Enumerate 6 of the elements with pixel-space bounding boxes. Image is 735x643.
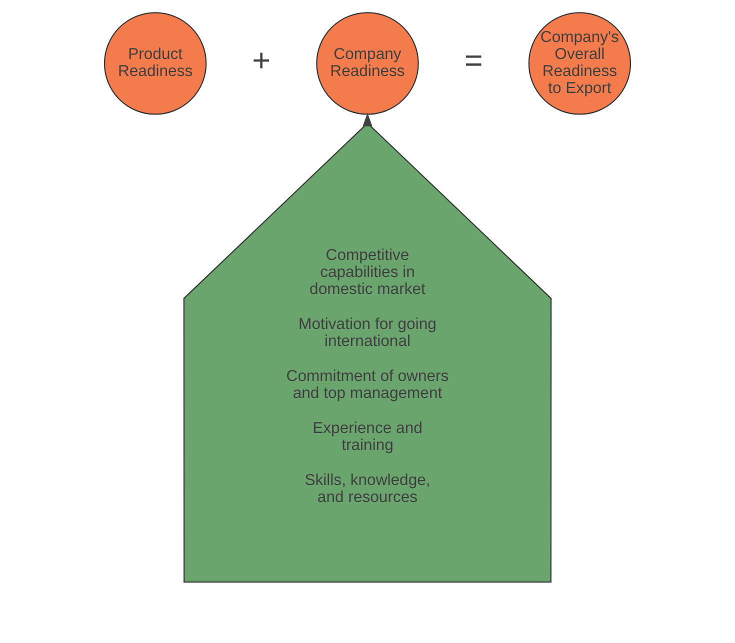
node-circle: Company's Overall Readiness to Export — [528, 12, 632, 115]
label: + — [252, 42, 271, 78]
arrow — [362, 112, 372, 126]
label: = — [464, 42, 483, 78]
node-circle: Product Readiness — [104, 12, 207, 115]
node-circle: Company Readiness — [316, 12, 419, 115]
